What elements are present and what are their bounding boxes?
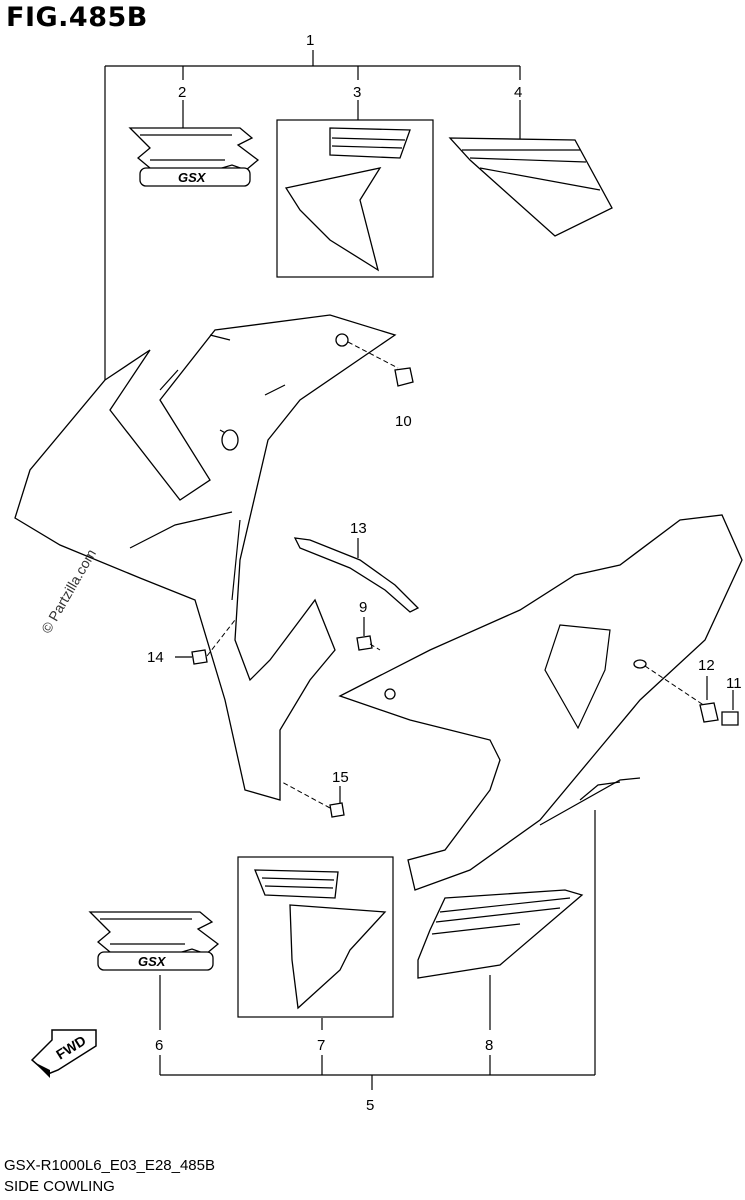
callout-5: 5 — [366, 1097, 374, 1114]
callout-12: 12 — [698, 657, 715, 674]
panel-part-7[interactable] — [237, 856, 394, 1018]
callout-3: 3 — [353, 84, 361, 101]
bolt-part-9[interactable] — [356, 617, 381, 651]
fwd-arrow-icon: FWD — [30, 1029, 97, 1078]
callout-8: 8 — [485, 1037, 493, 1054]
grommet-part-12[interactable] — [644, 665, 719, 723]
panel-part-4[interactable] — [448, 137, 613, 237]
upper-cowling-part-1[interactable] — [14, 314, 397, 801]
panel-part-3[interactable] — [276, 119, 434, 278]
figure-title: FIG.485B — [6, 2, 148, 33]
callout-10: 10 — [395, 413, 412, 430]
callout-14: 14 — [147, 649, 164, 666]
footer-diagram-name: SIDE COWLING — [4, 1178, 115, 1195]
decal-part-6[interactable]: GSX — [88, 911, 220, 971]
decal-text-top: GSX — [178, 170, 207, 185]
callout-9: 9 — [359, 599, 367, 616]
assembly-bracket-5 — [159, 810, 596, 1090]
callout-7: 7 — [317, 1037, 325, 1054]
callout-11: 11 — [726, 675, 742, 692]
panel-part-8[interactable] — [417, 889, 584, 979]
screw-part-15[interactable] — [281, 781, 345, 818]
callout-4: 4 — [514, 84, 522, 101]
grommet-part-10[interactable] — [347, 341, 414, 387]
assembly-bracket-1 — [104, 50, 521, 380]
footer-diagram-code: GSX-R1000L6_E03_E28_485B — [4, 1157, 215, 1174]
callout-13: 13 — [350, 520, 367, 537]
callout-2: 2 — [178, 84, 186, 101]
decal-part-2[interactable]: GSX — [128, 127, 260, 187]
bolt-part-11[interactable] — [721, 690, 739, 726]
callout-15: 15 — [332, 769, 349, 786]
decal-text-bottom: GSX — [138, 954, 167, 969]
callout-1: 1 — [306, 32, 314, 49]
clip-part-14[interactable] — [175, 619, 236, 665]
lower-cowling-part-5[interactable] — [338, 514, 743, 891]
trim-part-13[interactable] — [293, 537, 420, 613]
callout-6: 6 — [155, 1037, 163, 1054]
